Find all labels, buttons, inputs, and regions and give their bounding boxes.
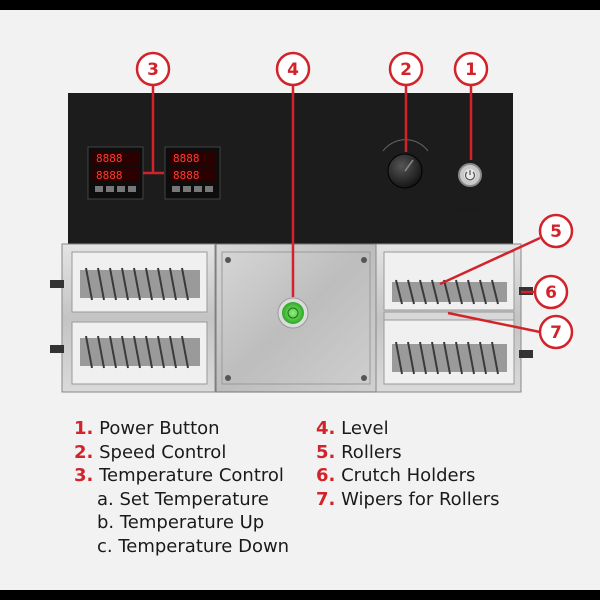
callout-4-number: 4 — [287, 60, 299, 80]
power-label: Power — [452, 205, 483, 216]
legend-item-crutch-holders: 6. Crutch Holders — [316, 464, 500, 488]
legend-text: Speed Control — [99, 441, 227, 463]
legend-text: Wipers for Rollers — [341, 488, 500, 510]
callout-7-circle — [538, 314, 574, 350]
callout-6-circle — [533, 274, 569, 310]
callout-7-number: 7 — [550, 323, 562, 343]
callout-5-circle — [538, 213, 574, 249]
svg-text:8888: 8888 — [173, 152, 200, 165]
legend-item-power-button: 1. Power Button — [74, 417, 289, 441]
svg-text:8888: 8888 — [96, 152, 123, 165]
legend-right: 4. Level 5. Rollers 6. Crutch Holders 7.… — [316, 417, 500, 511]
level-icon — [277, 297, 309, 329]
svg-text:8888: 8888 — [173, 169, 200, 182]
legend-subitem-temperature-down: c. Temperature Down — [97, 535, 290, 557]
legend-subitem-set-temperature: a. Set Temperature — [97, 488, 269, 510]
legend-text: Level — [341, 418, 389, 439]
temperature-controller-left: 8888 8888 — [87, 146, 144, 200]
legend-number: 6. — [316, 465, 336, 486]
legend-item-temperature-control: 3. Temperature Control — [74, 464, 289, 488]
power-button-icon — [458, 163, 482, 187]
legend-number: 5. — [316, 441, 336, 463]
legend-number: 1. — [74, 418, 94, 439]
callout-4-circle — [275, 51, 311, 87]
legend-text: Power Button — [99, 418, 220, 439]
callout-3-circle — [135, 51, 171, 87]
legend-left: 1. Power Button 2. Speed Control 3. Temp… — [74, 417, 289, 558]
legend-item-rollers: 5. Rollers — [316, 441, 500, 465]
callout-1-circle — [453, 51, 489, 87]
legend-item-wipers-for-rollers: 7. Wipers for Rollers — [316, 488, 500, 512]
legend-number: 7. — [316, 488, 336, 510]
legend-number: 4. — [316, 418, 336, 439]
legend-number: 2. — [74, 441, 94, 463]
legend-item-speed-control: 2. Speed Control — [74, 441, 289, 465]
right-roller-housing — [375, 243, 533, 393]
leader-line-7 — [447, 311, 541, 334]
callout-6-number: 6 — [545, 283, 557, 303]
left-roller-housing — [50, 243, 216, 393]
legend-subitem-temperature-up: b. Temperature Up — [97, 512, 265, 533]
temperature-controller-right: 8888 8888 — [164, 146, 221, 200]
leader-line-5 — [439, 236, 541, 286]
legend-item-level: 4. Level — [316, 417, 500, 441]
callout-2-number: 2 — [400, 60, 412, 80]
legend-text: Rollers — [341, 441, 402, 463]
callout-3-number: 3 — [147, 60, 159, 80]
callout-1-number: 1 — [465, 60, 477, 80]
legend-text: Crutch Holders — [341, 465, 476, 486]
callout-2-circle — [388, 51, 424, 87]
callout-5-number: 5 — [550, 222, 562, 242]
speed-knob — [382, 139, 429, 189]
legend-text: Temperature Control — [99, 465, 284, 486]
svg-text:8888: 8888 — [96, 169, 123, 182]
legend-number: 3. — [74, 465, 94, 486]
